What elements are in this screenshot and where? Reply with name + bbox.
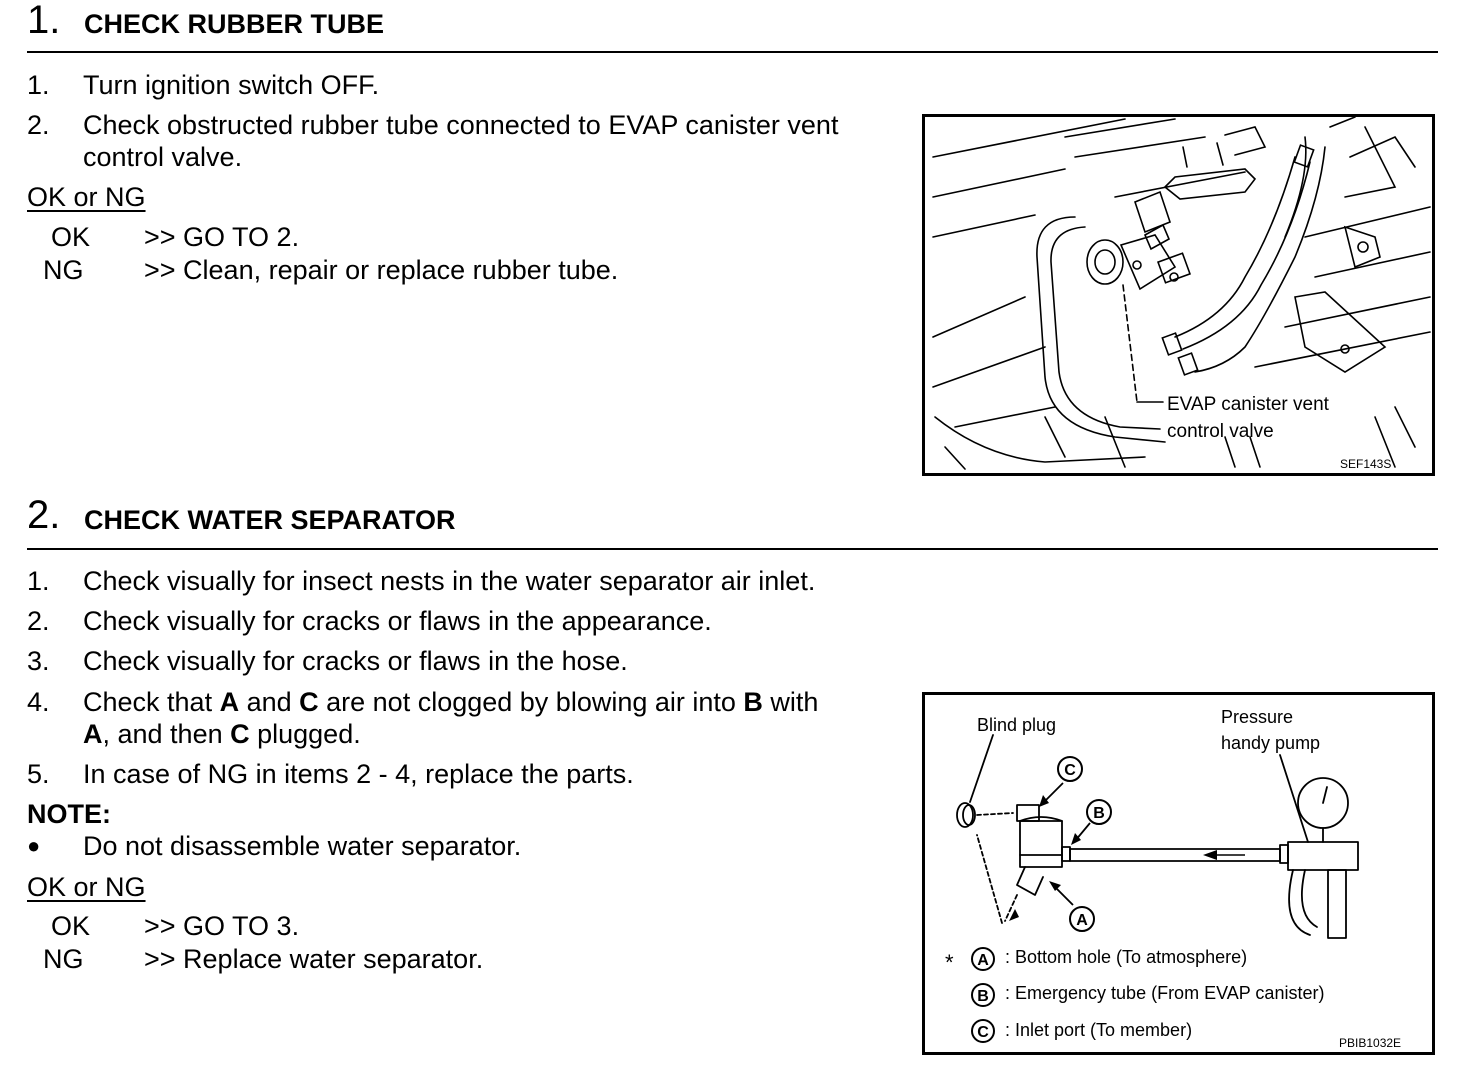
step-2-title: CHECK WATER SEPARATOR [84, 505, 456, 535]
figure-2-code: PBIB1032E [1339, 1036, 1401, 1050]
step-1-ok-ng-heading: OK or NG [27, 182, 146, 212]
step-2-item-1-number: 1. [27, 566, 50, 596]
step-2-item-3-text: Check visually for cracks or flaws in th… [83, 646, 628, 676]
step-2-item-5-text: In case of NG in items 2 - 4, replace th… [83, 759, 634, 789]
legend-b-marker: B [977, 988, 989, 1005]
step-1-number: 1. [27, 0, 61, 42]
legend-c-marker: C [977, 1024, 989, 1041]
water-separator-illustration: C B A A B C Blind plug Pressure handy pu… [945, 707, 1401, 1050]
legend-asterisk: * [945, 950, 954, 975]
step-2-number: 2. [27, 493, 61, 537]
step-2-item-4-number: 4. [27, 687, 50, 717]
step-1-ng-label: NG [43, 255, 84, 285]
callout-evap-valve-line1: EVAP canister vent [1167, 394, 1330, 415]
step-1-ok-action: >> GO TO 2. [144, 222, 300, 252]
callout-evap-valve-line2: control valve [1167, 421, 1274, 442]
step-2-ng-label: NG [43, 944, 84, 974]
evap-vent-valve-illustration: EVAP canister vent control valve SEF143S [932, 117, 1431, 471]
step-1-ok-label: OK [51, 222, 91, 252]
blind-plug-label: Blind plug [977, 715, 1056, 735]
note-label: NOTE: [27, 799, 111, 829]
step-2-item-5-number: 5. [27, 759, 50, 789]
step-2-item-1-text: Check visually for insect nests in the w… [83, 566, 816, 596]
step-2-ok-action: >> GO TO 3. [144, 911, 300, 941]
step-1-item-1-text: Turn ignition switch OFF. [83, 70, 380, 100]
legend-a-marker: A [977, 952, 989, 969]
step-2-item-2-text: Check visually for cracks or flaws in th… [83, 606, 712, 636]
step-1-title: CHECK RUBBER TUBE [84, 9, 385, 39]
label-a-marker: A [1076, 912, 1088, 929]
note-text: Do not disassemble water separator. [83, 831, 522, 861]
step-2-item-4-text-cont: A, and then C plugged. [83, 719, 361, 749]
water-separator-figure: C B A A B C Blind plug Pressure handy pu… [922, 692, 1435, 1055]
legend-b-text: : Emergency tube (From EVAP canister) [1005, 983, 1324, 1003]
figure-1-code: SEF143S [1340, 457, 1391, 471]
step-1-item-1-number: 1. [27, 70, 50, 100]
step-2-ok-label: OK [51, 911, 91, 941]
step-1-item-2-text-cont: control valve. [83, 142, 243, 172]
step-1-ng-action: >> Clean, repair or replace rubber tube. [144, 255, 619, 285]
step-2-item-2-number: 2. [27, 606, 50, 636]
pump-label-line2: handy pump [1221, 733, 1320, 753]
legend-a-text: : Bottom hole (To atmosphere) [1005, 947, 1247, 967]
step-1-item-2-text: Check obstructed rubber tube connected t… [83, 110, 839, 140]
step-2-item-4-text: Check that A and C are not clogged by bl… [83, 687, 819, 717]
step-2-ok-ng-heading: OK or NG [27, 872, 146, 902]
pump-label-line1: Pressure [1221, 707, 1293, 727]
label-b-marker: B [1093, 805, 1105, 822]
step-1-item-2-number: 2. [27, 110, 50, 140]
step-2-item-3-number: 3. [27, 646, 50, 676]
step-1-divider [27, 51, 1438, 53]
step-2-ng-action: >> Replace water separator. [144, 944, 484, 974]
legend-c-text: : Inlet port (To member) [1005, 1020, 1192, 1040]
evap-vent-valve-figure: EVAP canister vent control valve SEF143S [922, 114, 1435, 476]
note-bullet: ● [27, 833, 41, 858]
label-c-marker: C [1064, 762, 1076, 779]
step-2-divider [27, 548, 1438, 550]
